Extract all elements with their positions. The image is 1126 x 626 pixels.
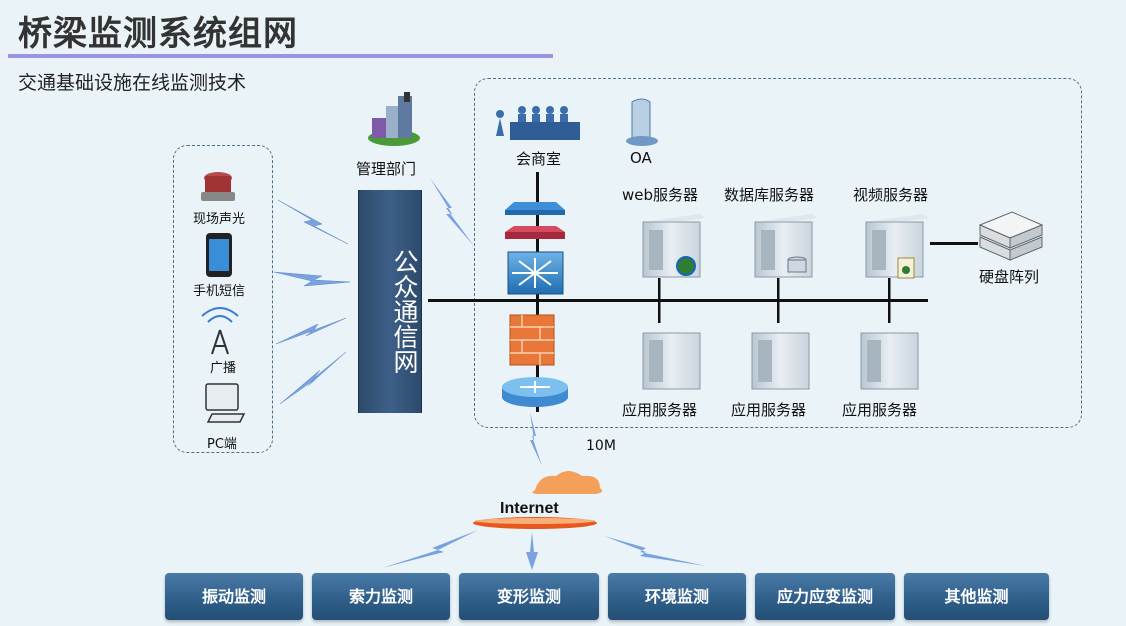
oa-icon <box>626 98 658 146</box>
page-subtitle: 交通基础设施在线监测技术 <box>18 72 247 94</box>
database-server-icon <box>754 214 818 278</box>
page-title: 桥梁监测系统组网 <box>18 14 298 54</box>
web-server-label: web服务器 <box>622 186 699 204</box>
pc-monitor-icon <box>205 383 246 423</box>
meeting-room-icon <box>496 106 580 140</box>
alarm-light-icon <box>201 172 235 201</box>
web-server-icon <box>642 214 706 278</box>
device-label-broadcast: 广播 <box>210 361 237 376</box>
video-server-label: 视频服务器 <box>853 186 929 204</box>
public-network-block <box>358 190 422 413</box>
public-network-label: 公众通信网 <box>390 248 419 374</box>
app-server-label-2: 应用服务器 <box>731 401 807 419</box>
title-underline <box>8 54 553 58</box>
lightning-links-bottom <box>382 530 706 570</box>
switch-stack-icon <box>505 202 565 295</box>
application-server-icons <box>642 332 919 390</box>
oa-label: OA <box>630 149 652 167</box>
video-server-icon <box>865 214 929 279</box>
device-label-pc: PC端 <box>207 437 237 452</box>
mobile-phone-icon <box>206 233 232 277</box>
app-server-label-1: 应用服务器 <box>622 401 698 419</box>
broadcast-tower-icon <box>201 307 239 355</box>
device-label-alarm: 现场声光 <box>193 212 246 227</box>
internet-cloud-icon <box>473 471 603 529</box>
management-label: 管理部门 <box>356 160 417 178</box>
city-buildings-icon <box>368 92 420 146</box>
internet-label: Internet <box>500 500 559 517</box>
disk-array-label: 硬盘阵列 <box>979 268 1040 286</box>
cable-force-monitoring-button[interactable]: 索力监测 <box>312 573 450 620</box>
vibration-monitoring-button[interactable]: 振动监测 <box>165 573 303 620</box>
router-icon <box>502 377 568 407</box>
firewall-icon <box>509 314 555 366</box>
other-monitoring-button[interactable]: 其他监测 <box>904 573 1049 620</box>
network-bus <box>428 299 928 302</box>
terminal-devices-group <box>173 145 273 453</box>
bandwidth-label: 10M <box>586 438 616 454</box>
stress-strain-monitoring-button[interactable]: 应力应变监测 <box>755 573 895 620</box>
meeting-room-label: 会商室 <box>516 150 562 168</box>
lan-group <box>474 78 1082 428</box>
lightning-link-router <box>530 412 542 466</box>
lightning-link-management <box>430 178 474 246</box>
deformation-monitoring-button[interactable]: 变形监测 <box>459 573 599 620</box>
disk-array-icon <box>978 211 1044 261</box>
app-server-label-3: 应用服务器 <box>842 401 918 419</box>
lightning-links-left <box>273 199 351 405</box>
environment-monitoring-button[interactable]: 环境监测 <box>608 573 746 620</box>
device-label-sms: 手机短信 <box>193 284 246 299</box>
database-server-label: 数据库服务器 <box>724 186 815 204</box>
